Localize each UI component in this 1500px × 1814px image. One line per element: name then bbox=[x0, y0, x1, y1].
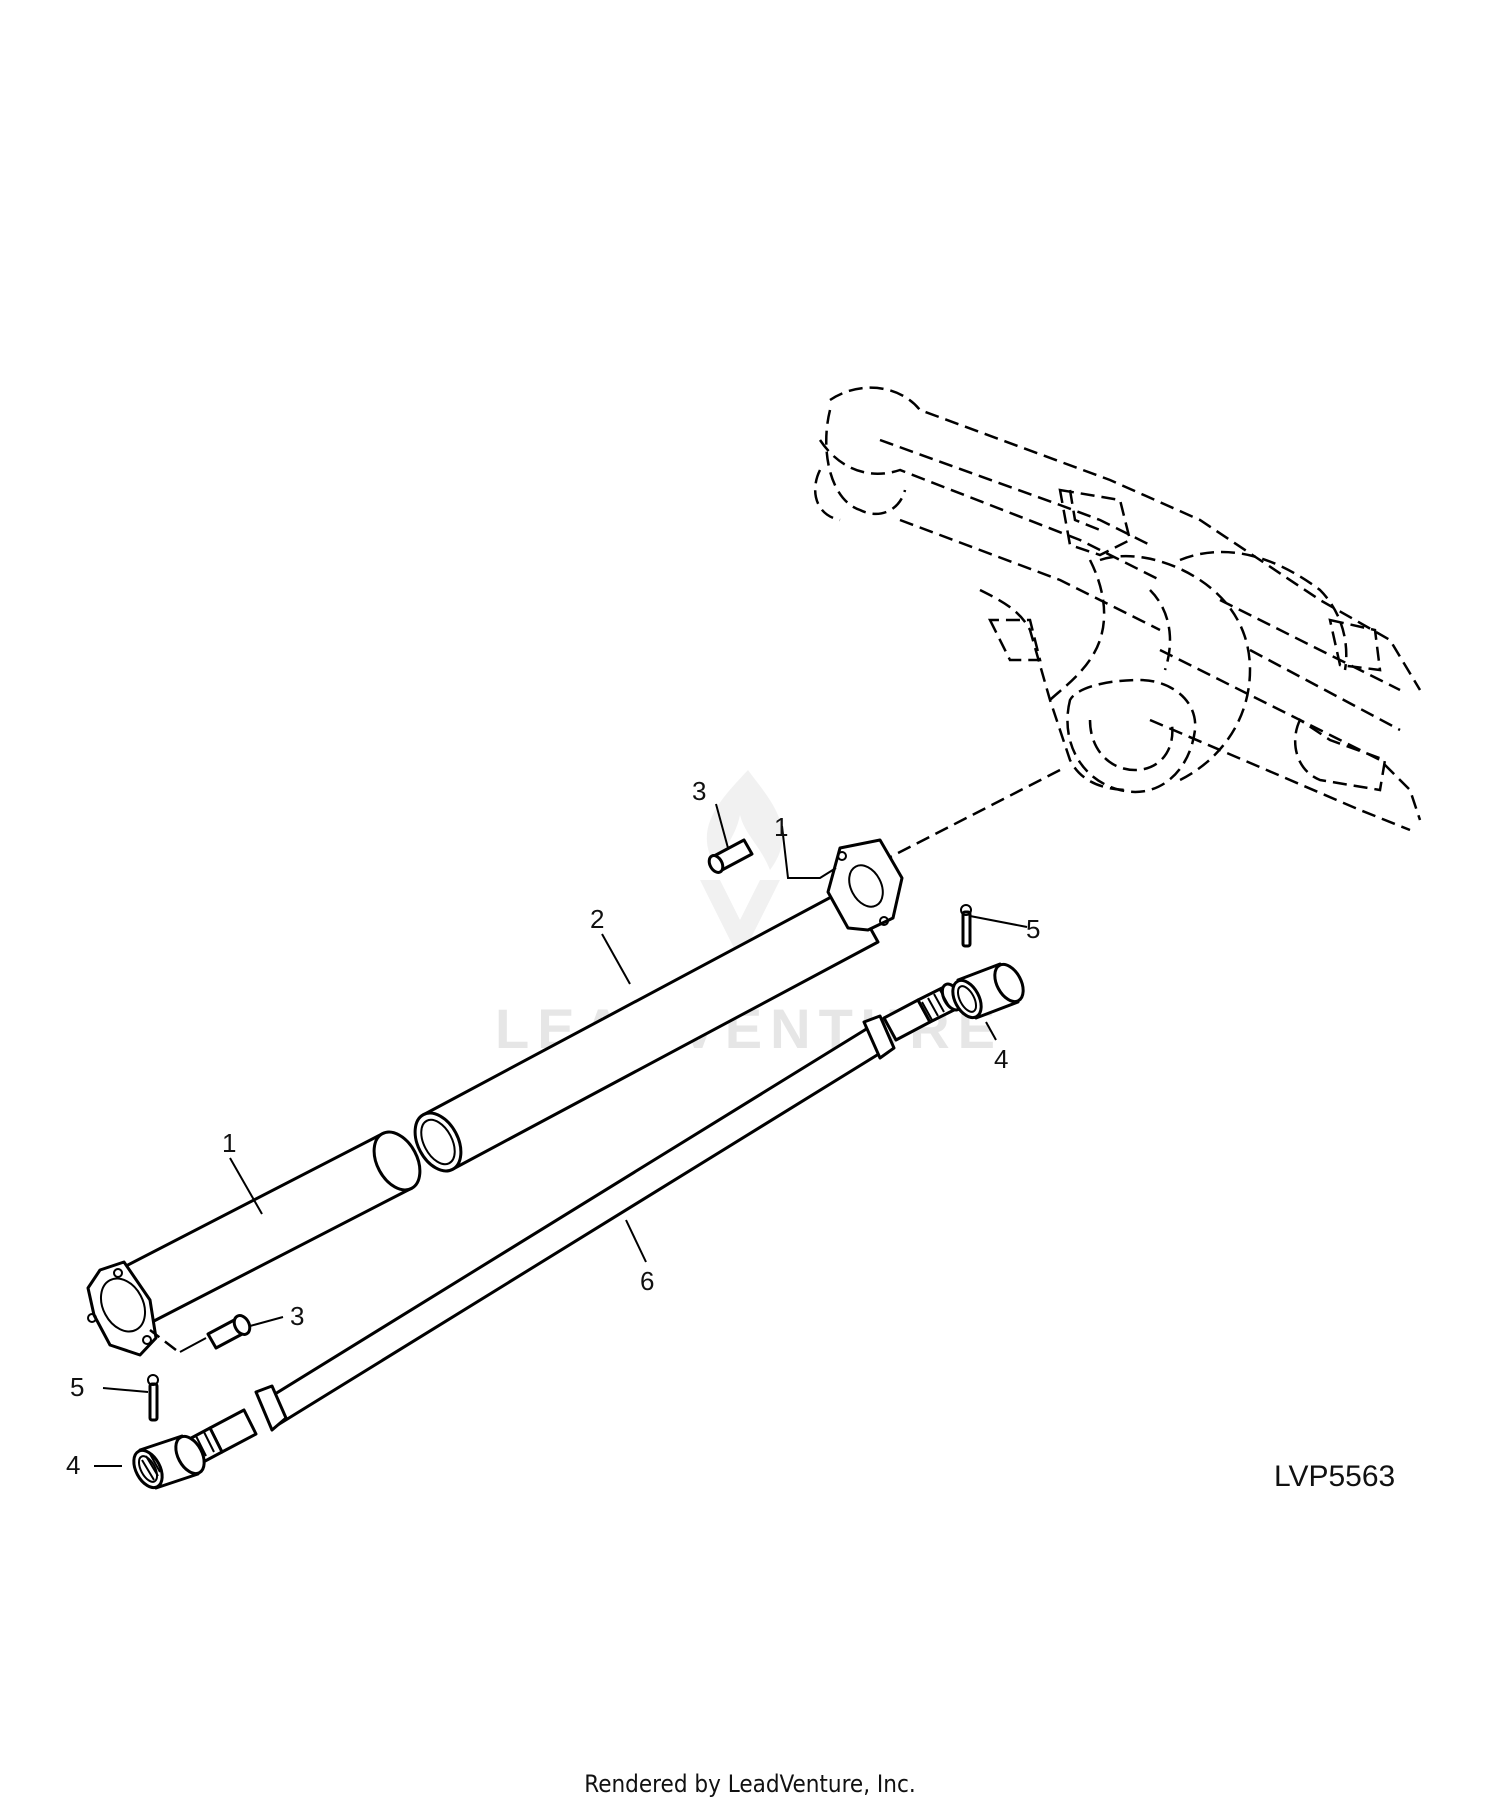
bushing-right bbox=[951, 962, 1025, 1020]
figure-id: LVP5563 bbox=[1274, 1460, 1395, 1493]
callout-axle-shaft: 6 bbox=[640, 1266, 654, 1296]
footer-credit: Rendered by LeadVenture, Inc. bbox=[584, 1770, 916, 1798]
callout-axle-tube-left: 1 bbox=[222, 1128, 236, 1158]
spring-pin-right bbox=[960, 904, 972, 948]
leader-lines bbox=[94, 803, 1028, 1467]
axle-tube-left bbox=[86, 1130, 422, 1357]
callout-spring-pin-right: 5 bbox=[1026, 914, 1040, 944]
bushing-left bbox=[132, 1434, 206, 1490]
callout-cap-screw-top: 3 bbox=[692, 776, 706, 806]
callout-bushing-left: 4 bbox=[66, 1450, 80, 1480]
callout-bushing-right: 4 bbox=[994, 1044, 1008, 1074]
callout-spring-pin-left: 5 bbox=[70, 1372, 84, 1402]
callout-axle-tube-reference: 1 bbox=[774, 812, 788, 842]
axle-tube-right bbox=[413, 838, 904, 1173]
cap-screw-top bbox=[707, 838, 754, 874]
cap-screw-bottom bbox=[149, 1314, 252, 1353]
callout-axle-tube-right: 2 bbox=[590, 904, 604, 934]
watermark-logo bbox=[700, 770, 783, 960]
axle-housing-reference bbox=[813, 386, 1422, 872]
spring-pin-left bbox=[147, 1374, 159, 1422]
callout-cap-screw-bottom: 3 bbox=[290, 1301, 304, 1331]
